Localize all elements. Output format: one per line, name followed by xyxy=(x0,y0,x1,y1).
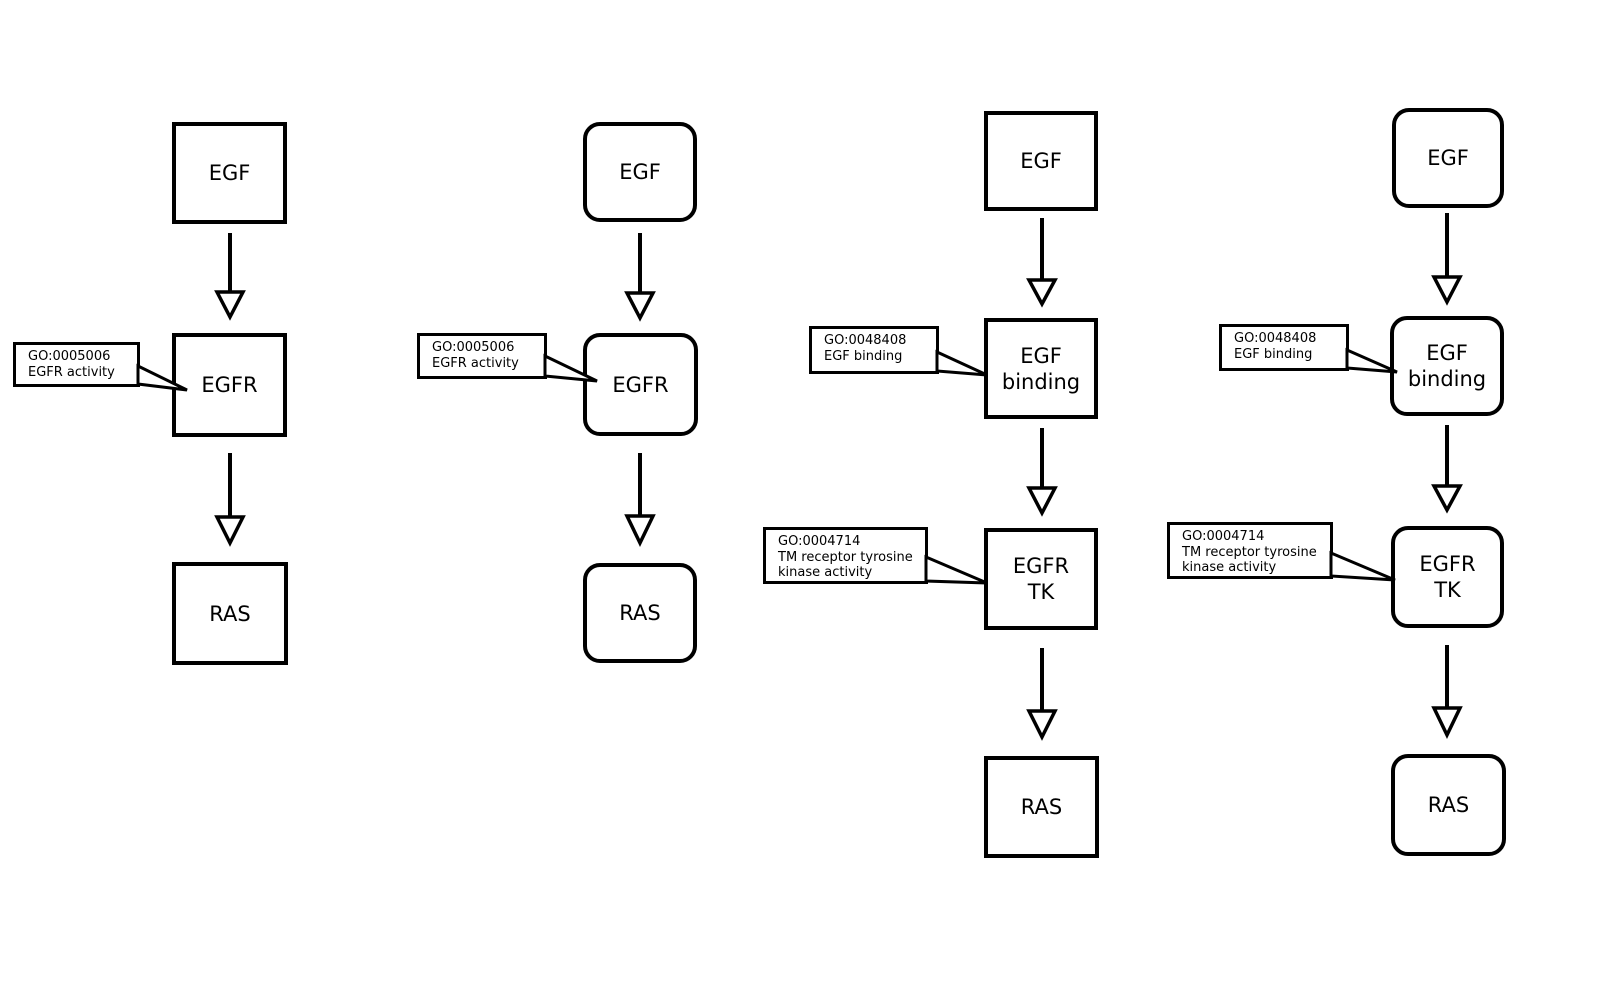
node-egfr-tk-d4: EGFR TK xyxy=(1391,526,1504,628)
node-egf-d2: EGF xyxy=(583,122,697,222)
callout-egf-binding-d3: GO:0048408 EGF binding xyxy=(809,326,939,374)
arrowhead-icon xyxy=(1026,486,1058,517)
node-label: EGFR xyxy=(1419,552,1476,576)
arrowhead-icon xyxy=(214,515,246,547)
callout-egfr-activity-d1: GO:0005006 EGFR activity xyxy=(13,342,140,387)
node-egf-d1: EGF xyxy=(172,122,287,224)
node-ras-d4: RAS xyxy=(1391,754,1506,856)
go-id: GO:0048408 xyxy=(1234,331,1317,346)
node-egf-d3: EGF xyxy=(984,111,1098,211)
node-label: EGFR xyxy=(201,373,258,397)
go-id: GO:0004714 xyxy=(778,534,861,549)
node-egf-binding-d3: EGF binding xyxy=(984,318,1098,419)
node-label: binding xyxy=(1001,369,1081,394)
node-label: EGF xyxy=(1427,146,1469,170)
arrowhead-icon xyxy=(1431,275,1463,306)
node-label: TK xyxy=(1434,578,1461,602)
node-label: RAS xyxy=(1427,793,1470,817)
arrowhead-icon xyxy=(1431,484,1463,514)
go-id: GO:0004714 xyxy=(1182,529,1265,544)
callout-egf-binding-d4: GO:0048408 EGF binding xyxy=(1219,324,1349,371)
node-egfr-d2: EGFR xyxy=(583,333,698,436)
arrowhead-icon xyxy=(624,514,656,548)
node-label: binding xyxy=(1407,367,1487,391)
go-term: EGF binding xyxy=(1234,346,1313,362)
arrowhead-icon xyxy=(1026,709,1058,741)
callout-tail xyxy=(924,554,988,585)
arrowhead-icon xyxy=(1431,706,1463,740)
go-term: EGFR activity xyxy=(432,355,519,371)
go-term: EGF binding xyxy=(824,348,903,364)
arrowhead-icon xyxy=(214,290,246,321)
node-label: EGFR xyxy=(1012,554,1070,578)
go-id: GO:0005006 xyxy=(432,340,515,355)
callout-egfr-activity-d2: GO:0005006 EGFR activity xyxy=(417,333,547,379)
go-term: TM receptor tyrosine xyxy=(778,549,913,565)
node-label: RAS xyxy=(209,601,251,626)
callout-tail xyxy=(935,349,988,377)
node-egfr-tk-d3: EGFR TK xyxy=(984,528,1098,630)
node-label: EGF xyxy=(619,160,661,184)
callout-tk-activity-d4: GO:0004714 TM receptor tyrosine kinase a… xyxy=(1167,522,1333,579)
node-ras-d1: RAS xyxy=(172,562,288,665)
node-label: EGF xyxy=(1020,149,1062,173)
node-ras-d2: RAS xyxy=(583,563,697,663)
go-term: kinase activity xyxy=(1182,560,1277,575)
node-egfr-d1: EGFR xyxy=(172,333,287,437)
callout-tail xyxy=(1329,550,1396,582)
go-id: GO:0005006 xyxy=(28,349,111,364)
node-egf-d4: EGF xyxy=(1392,108,1504,208)
arrowhead-icon xyxy=(1026,278,1058,308)
node-label: EGF xyxy=(1020,343,1062,368)
go-term: EGFR activity xyxy=(28,364,115,380)
go-id: GO:0048408 xyxy=(824,333,907,348)
arrowhead-icon xyxy=(624,291,656,322)
node-egf-binding-d4: EGF binding xyxy=(1390,316,1504,416)
node-label: EGF xyxy=(1426,341,1468,365)
node-label: RAS xyxy=(1020,795,1063,819)
go-term: kinase activity xyxy=(778,565,873,580)
node-label: EGF xyxy=(208,161,251,185)
node-ras-d3: RAS xyxy=(984,756,1099,858)
node-label: EGFR xyxy=(612,372,669,397)
node-label: RAS xyxy=(619,601,661,625)
callout-tk-activity-d3: GO:0004714 TM receptor tyrosine kinase a… xyxy=(763,527,928,584)
go-term: TM receptor tyrosine xyxy=(1182,544,1317,560)
node-label: TK xyxy=(1027,580,1055,604)
